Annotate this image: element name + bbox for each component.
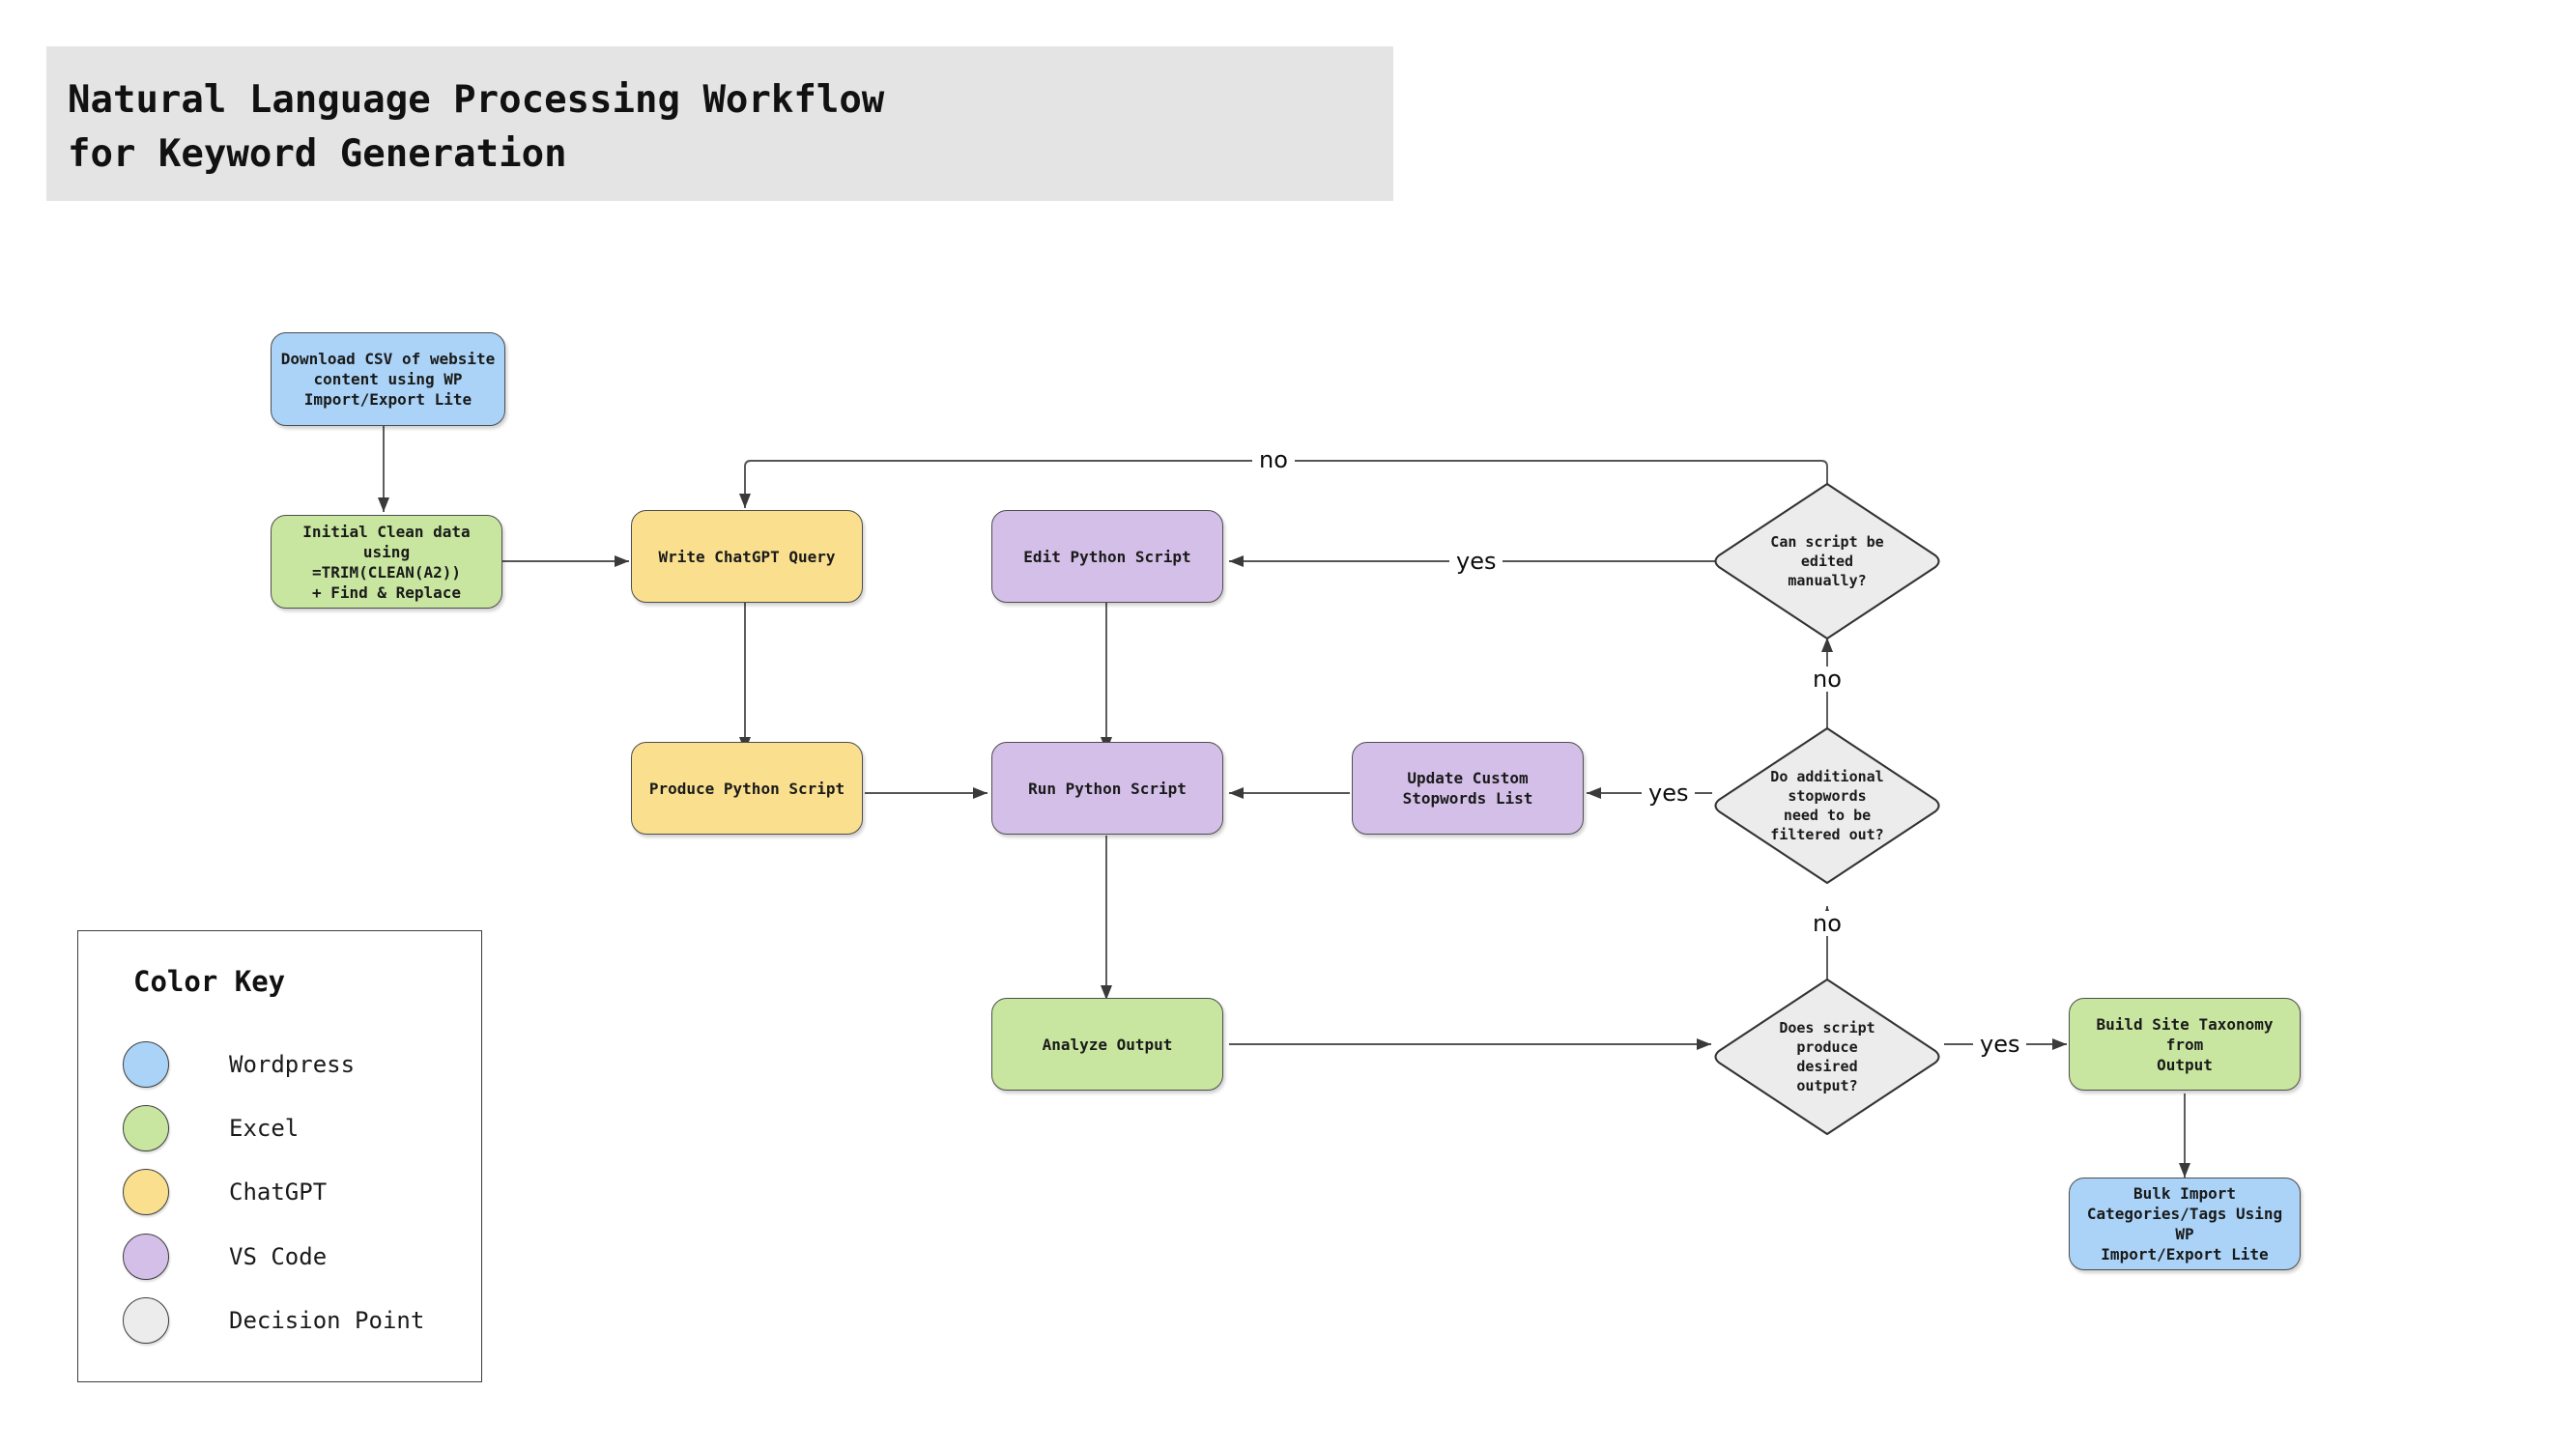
legend-title: Color Key: [133, 965, 286, 998]
legend-item-vscode: VS Code: [123, 1232, 471, 1282]
legend-item-chatgpt: ChatGPT: [123, 1167, 471, 1217]
page-title-line-1: Natural Language Processing Workflow: [68, 78, 885, 122]
decision-diamond-shape: [1714, 726, 1940, 885]
legend-item-wordpress: Wordpress: [123, 1039, 471, 1090]
legend-label-decision-point: Decision Point: [229, 1307, 425, 1334]
node-edit-python-script[interactable]: Edit Python Script: [991, 510, 1223, 603]
page-title-banner: Natural Language Processing Workflow for…: [46, 46, 1393, 201]
decision-label: Can script be edited manually?: [1770, 533, 1884, 589]
legend-swatch-decision-point: [123, 1297, 169, 1344]
legend-label-vscode: VS Code: [229, 1243, 328, 1270]
legend-swatch-excel: [123, 1105, 169, 1151]
legend-swatch-wordpress: [123, 1041, 169, 1088]
edge-label-canedit-no: no: [1252, 447, 1295, 472]
node-run-python-script[interactable]: Run Python Script: [991, 742, 1223, 835]
edge-label-desired-no: no: [1806, 911, 1848, 936]
edge-label-stopwords-yes: yes: [1642, 781, 1696, 806]
legend-item-excel: Excel: [123, 1103, 471, 1153]
decision-label: Do additional stopwords need to be filte…: [1770, 768, 1884, 843]
decision-additional-stopwords[interactable]: Do additional stopwords need to be filte…: [1711, 724, 1943, 887]
node-download-csv[interactable]: Download CSV of website content using WP…: [271, 332, 505, 426]
legend-swatch-vscode: [123, 1234, 169, 1280]
node-analyze-output[interactable]: Analyze Output: [991, 998, 1223, 1091]
decision-desired-output[interactable]: Does script produce desired output?: [1711, 976, 1943, 1138]
legend-label-excel: Excel: [229, 1115, 300, 1142]
edge-label-stopwords-no: no: [1806, 667, 1848, 692]
edge-label-canedit-yes: yes: [1449, 549, 1503, 574]
legend-label-chatgpt: ChatGPT: [229, 1178, 328, 1206]
node-initial-clean[interactable]: Initial Clean data using =TRIM(CLEAN(A2)…: [271, 515, 502, 609]
edge-label-desired-yes: yes: [1973, 1032, 2027, 1057]
node-update-stopwords-list[interactable]: Update Custom Stopwords List: [1352, 742, 1584, 835]
decision-diamond-shape: [1714, 978, 1940, 1136]
node-bulk-import[interactable]: Bulk Import Categories/Tags Using WP Imp…: [2069, 1178, 2301, 1270]
node-build-site-taxonomy[interactable]: Build Site Taxonomy from Output: [2069, 998, 2301, 1091]
color-key-legend: Color Key Wordpress Excel ChatGPT VS Cod…: [77, 930, 482, 1382]
decision-diamond-shape: [1714, 482, 1940, 640]
legend-item-decision-point: Decision Point: [123, 1295, 471, 1346]
node-write-chatgpt-query[interactable]: Write ChatGPT Query: [631, 510, 863, 603]
legend-label-wordpress: Wordpress: [229, 1051, 356, 1078]
decision-label: Does script produce desired output?: [1779, 1019, 1875, 1094]
node-produce-python-script[interactable]: Produce Python Script: [631, 742, 863, 835]
decision-can-script-be-edited[interactable]: Can script be edited manually?: [1711, 480, 1943, 642]
page-title-line-2: for Keyword Generation: [68, 132, 567, 176]
legend-swatch-chatgpt: [123, 1169, 169, 1215]
